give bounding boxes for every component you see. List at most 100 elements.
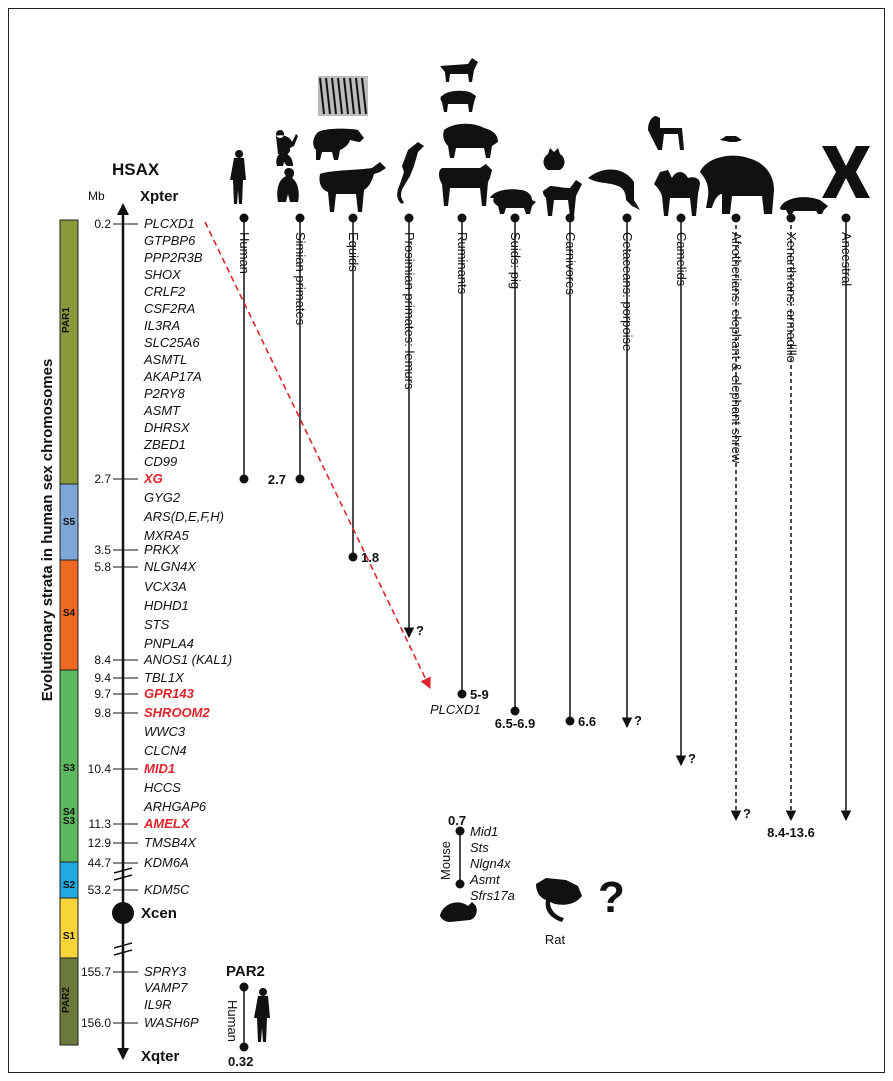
gene-name: SHROOM2: [144, 705, 211, 720]
dog-silhouette: [542, 180, 582, 216]
gene-name: CSF2RA: [144, 301, 195, 316]
gene-entry: AMELX11.3: [89, 816, 191, 831]
gene-entry: SLC25A6: [144, 335, 200, 350]
clade-name: Ruminants: [455, 232, 470, 295]
stratum-s1: [60, 898, 78, 958]
stratum-label: S3: [63, 763, 76, 774]
par2-human-silhouette: [254, 988, 270, 1042]
gene-entry: ANOS1 (KAL1)8.4: [94, 652, 232, 667]
gene-name: PNPLA4: [144, 636, 194, 651]
clade-afrotherians-elephant-elephant-shrew: Afrotherians: elephant & elephant shrew?: [729, 214, 751, 822]
xqter-arrow: [117, 1048, 129, 1060]
gene-mb: 10.4: [88, 762, 112, 776]
gene-name: IL9R: [144, 997, 171, 1012]
clade-end-dot: [296, 475, 305, 484]
stratum-tag-s3: S3: [63, 816, 76, 827]
mouse-gene: Mid1: [470, 824, 498, 839]
gene-entry: HCCS: [144, 780, 181, 795]
gene-name: AKAP17A: [143, 369, 202, 384]
clade-end-dot: [566, 717, 575, 726]
llama-silhouette: [648, 116, 684, 150]
gene-name: STS: [144, 617, 170, 632]
mouse-silhouette: [440, 902, 477, 922]
xqter-label: Xqter: [141, 1048, 180, 1065]
mouse-label: Mouse: [438, 841, 453, 880]
gene-name: PLCXD1: [144, 216, 195, 231]
gene-entry: VAMP7: [144, 980, 188, 995]
gene-entry: ASMTL: [143, 352, 187, 367]
rat-label: Rat: [545, 932, 566, 947]
gene-name: CRLF2: [144, 284, 186, 299]
lemur-silhouette: [397, 142, 424, 204]
gene-entry: PPP2R3B: [144, 250, 203, 265]
chrom-header: HSAX: [112, 160, 160, 179]
gene-mb: 3.5: [94, 543, 111, 557]
centromere: [112, 902, 134, 924]
clade-name: Ancestral: [839, 232, 854, 286]
gene-name: ARS(D,E,F,H): [143, 509, 224, 524]
gene-entry: ARHGAP6: [143, 799, 207, 814]
mouse-value: 0.7: [448, 813, 466, 828]
clade-end-label: 1.8: [361, 550, 379, 565]
mouse-gene: Nlgn4x: [470, 856, 511, 871]
horse-silhouette: [319, 162, 386, 212]
gene-name: SPRY3: [144, 964, 187, 979]
gene-entry: ARS(D,E,F,H): [143, 509, 224, 524]
gene-name: ASMT: [143, 403, 181, 418]
mouse-gene: Sfrs17a: [470, 888, 515, 903]
gene-name: GTPBP6: [144, 233, 196, 248]
gene-entry: IL3RA: [144, 318, 180, 333]
rat-question-mark: ?: [598, 873, 625, 922]
stratum-label: PAR2: [61, 987, 72, 1013]
clade-xenarthrans-armadillo: Xenarthrans: armadillo8.4-13.6: [767, 214, 815, 841]
gene-mb: 9.8: [94, 706, 111, 720]
stratum-label: S5: [63, 517, 76, 528]
camel-silhouette: [654, 170, 700, 216]
gene-entry: CD99: [144, 454, 177, 469]
gene-entry: PLCXD10.2: [94, 216, 194, 231]
clade-end-label: ?: [634, 713, 642, 728]
gene-name: DHRSX: [144, 420, 191, 435]
gene-entry: CRLF2: [144, 284, 186, 299]
gene-entry: P2RY8: [144, 386, 185, 401]
clade-end-label: 6.6: [578, 714, 596, 729]
gene-name: CD99: [144, 454, 177, 469]
gene-mb: 9.7: [94, 687, 111, 701]
gene-name: SLC25A6: [144, 335, 200, 350]
xpter-arrow: [117, 203, 129, 215]
gene-name: GPR143: [144, 686, 195, 701]
mouse-bottom-dot: [456, 880, 465, 889]
armadillo-silhouette: [780, 197, 828, 214]
gene-mb: 2.7: [94, 472, 111, 486]
mouse-gene: Asmt: [469, 872, 501, 887]
par2-bottom-dot: [240, 1043, 249, 1052]
clade-ancestral: Ancestral: [839, 214, 854, 821]
gorilla-silhouette: [277, 168, 298, 202]
gene-entry: NLGN4X5.8: [94, 559, 197, 574]
gene-entry: GPR143 9.7: [94, 686, 194, 701]
gene-name: IL3RA: [144, 318, 180, 333]
clade-equids: Equids1.8: [346, 214, 379, 566]
gene-mb: 5.8: [94, 560, 111, 574]
clade-end-label: ?: [416, 623, 424, 638]
gene-entry: AKAP17A: [143, 369, 202, 384]
plcxd1-target-label: PLCXD1: [430, 702, 481, 717]
gene-name: XG: [143, 471, 163, 486]
gene-entry: HDHD1: [144, 598, 189, 613]
gene-entry: ASMT: [143, 403, 181, 418]
gene-mb: 9.4: [94, 671, 111, 685]
clade-end-dot: [511, 707, 520, 716]
gene-entry: ZBED1: [143, 437, 186, 452]
gene-name: ANOS1 (KAL1): [143, 652, 232, 667]
clade-end-dot: [240, 475, 249, 484]
gene-name: MXRA5: [144, 528, 190, 543]
clade-prosimian-primates-lemurs: Prosimian primates: lemurs?: [402, 214, 424, 639]
gene-entry: IL9R: [144, 997, 171, 1012]
xcen-label: Xcen: [141, 905, 177, 922]
